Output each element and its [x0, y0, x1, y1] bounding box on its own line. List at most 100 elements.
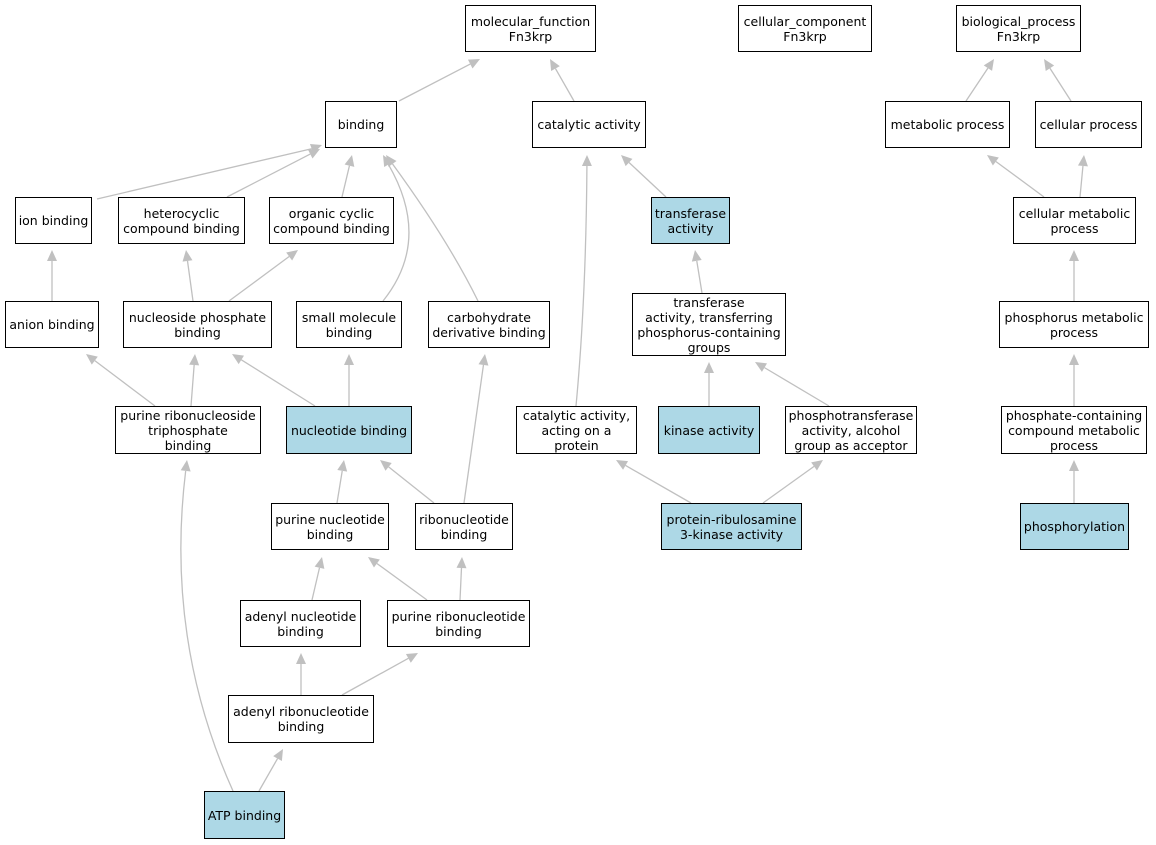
arrowhead-purine_nucleotide-to-nucleotide_binding	[337, 460, 348, 472]
edge-catalytic_protein-to-catalytic	[575, 165, 588, 407]
edge-purine_rns_tp-to-nucleoside_phos	[190, 364, 195, 407]
node-adenyl-ribonucleotide-binding[interactable]: adenyl ribonucleotide binding	[228, 695, 374, 743]
edge-purine_ribonucleotide-to-purine_nucleotide	[376, 562, 428, 601]
arrowhead-nucleoside_phos-to-organic_cyclic	[286, 250, 298, 261]
node-heterocyclic-compound-binding[interactable]: heterocyclic compound binding	[118, 197, 245, 244]
node-organic-cyclic-compound-binding[interactable]: organic cyclic compound binding	[269, 197, 394, 244]
edge-purine_nucleotide-to-nucleotide_binding	[336, 470, 343, 504]
arrowhead-metabolic-to-bp_root	[983, 59, 994, 71]
arrowhead-ribonucleotide-to-nucleotide_binding	[380, 460, 392, 471]
edge-purine_rns_tp-to-anion_binding	[94, 360, 156, 407]
edge-carbohydrate-to-binding	[391, 163, 479, 302]
node-purine-nucleotide-binding[interactable]: purine nucleotide binding	[271, 503, 389, 550]
edge-nucleotide_binding-to-nucleoside_phos	[240, 359, 316, 407]
node-catalytic-activity[interactable]: catalytic activity	[532, 101, 646, 148]
arrowhead-cell_metabolic-to-metabolic	[987, 155, 999, 166]
edge-metabolic-to-bp_root	[965, 67, 989, 102]
arrowhead-anion_binding-to-ion_binding	[47, 250, 57, 261]
arrowhead-prk-to-catalytic_protein	[616, 460, 629, 470]
edge-adenyl_ribonucleotide-to-purine_ribonucleotide	[341, 657, 409, 696]
arrowhead-purine_rns_tp-to-nucleoside_phos	[189, 354, 200, 366]
node-transferase-activity[interactable]: transferase activity	[651, 197, 730, 244]
node-cellular-component-root[interactable]: cellular_component Fn3krp	[738, 5, 872, 52]
edge-adenyl_nucleotide-to-purine_nucleotide	[311, 567, 321, 601]
arrowhead-prk-to-phosphotransferase	[811, 460, 823, 471]
arrowhead-adenyl_ribonucleotide-to-adenyl_nucleotide	[296, 653, 306, 664]
arrowhead-organic_cyclic-to-binding	[344, 155, 355, 167]
edge-phosphotransferase-to-transferase_phos	[764, 367, 830, 407]
edge-transferase-to-catalytic	[628, 162, 667, 198]
edge-prk-to-phosphotransferase	[762, 465, 815, 504]
node-carbohydrate-derivative-binding[interactable]: carbohydrate derivative binding	[428, 301, 550, 348]
node-phosphorylation[interactable]: phosphorylation	[1020, 503, 1129, 550]
node-biological-process-root[interactable]: biological_process Fn3krp	[956, 5, 1081, 52]
node-anion-binding[interactable]: anion binding	[5, 301, 99, 348]
node-cellular-metabolic-process[interactable]: cellular metabolic process	[1013, 197, 1136, 244]
node-nucleoside-phosphate-binding[interactable]: nucleoside phosphate binding	[123, 301, 272, 348]
arrowhead-adenyl_nucleotide-to-purine_nucleotide	[314, 557, 325, 569]
node-purine-ribonucleotide-binding[interactable]: purine ribonucleotide binding	[387, 600, 530, 647]
arrowhead-nucleotide_binding-to-nucleoside_phos	[232, 354, 244, 365]
edge-organic_cyclic-to-binding	[341, 165, 351, 198]
edge-binding-to-mf_root	[398, 63, 471, 102]
arrowhead-transferase-to-catalytic	[621, 155, 633, 167]
node-catalytic-activity-on-protein[interactable]: catalytic activity, acting on a protein	[516, 406, 637, 454]
edge-transferase_phos-to-transferase	[696, 260, 703, 294]
arrowhead-purine_ribonucleotide-to-purine_nucleotide	[368, 557, 380, 568]
node-small-molecule-binding[interactable]: small molecule binding	[296, 301, 402, 348]
arrowhead-nucleoside_phos-to-heterocyclic	[182, 250, 193, 262]
arrowhead-phosphotransferase-to-transferase_phos	[755, 362, 768, 372]
node-ribonucleotide-binding[interactable]: ribonucleotide binding	[415, 503, 513, 550]
arrowhead-cellular_proc-to-bp_root	[1044, 59, 1055, 71]
arrowhead-adenyl_ribonucleotide-to-purine_ribonucleotide	[405, 653, 418, 663]
node-phosphotransferase-alcohol-acceptor[interactable]: phosphotransferase activity, alcohol gro…	[785, 406, 917, 454]
edge-cellular_proc-to-bp_root	[1049, 67, 1072, 102]
node-molecular-function-root[interactable]: molecular_function Fn3krp	[465, 5, 596, 52]
edge-ribonucleotide-to-carbohydrate	[463, 364, 485, 504]
arrowhead-phosphorus_met-to-cell_metabolic	[1069, 250, 1079, 261]
arrowhead-catalytic-to-mf_root	[550, 59, 560, 72]
node-purine-ribonucleoside-triphosphate-binding[interactable]: purine ribonucleoside triphosphate bindi…	[115, 406, 261, 454]
edge-purine_ribonucleotide-to-ribonucleotide	[459, 567, 463, 601]
node-adenyl-nucleotide-binding[interactable]: adenyl nucleotide binding	[240, 600, 361, 647]
node-metabolic-process[interactable]: metabolic process	[885, 101, 1010, 148]
edge-heterocyclic-to-binding	[226, 153, 311, 198]
edge-nucleoside_phos-to-heterocyclic	[186, 260, 194, 302]
arrowhead-purine_rns_tp-to-anion_binding	[86, 354, 98, 365]
edge-atp_binding-to-purine_rns_tp	[180, 470, 234, 792]
edge-ribonucleotide-to-nucleotide_binding	[388, 466, 435, 504]
edge-nucleoside_phos-to-organic_cyclic	[228, 256, 290, 302]
arrowhead-cell_metabolic-to-cellular_proc	[1077, 155, 1088, 167]
edge-cell_metabolic-to-cellular_proc	[1079, 165, 1084, 198]
edge-ion_binding-to-binding	[96, 148, 312, 200]
node-phosphate-compound-metabolic-process[interactable]: phosphate-containing compound metabolic …	[1001, 406, 1147, 454]
node-transferase-phosphorus-groups[interactable]: transferase activity, transferring phosp…	[632, 293, 786, 356]
arrowhead-binding-to-mf_root	[467, 59, 480, 69]
arrowhead-nucleotide_binding-to-small_molecule	[344, 354, 354, 365]
edge-atp_binding-to-adenyl_ribonucleotide	[258, 758, 279, 792]
arrowhead-atp_binding-to-adenyl_ribonucleotide	[273, 749, 283, 762]
node-cellular-process[interactable]: cellular process	[1035, 101, 1142, 148]
node-phosphorus-metabolic-process[interactable]: phosphorus metabolic process	[999, 301, 1149, 348]
arrowhead-kinase-to-transferase_phos	[704, 362, 714, 373]
arrowhead-carbohydrate-to-binding	[386, 155, 397, 167]
arrowhead-phosphorylation-to-phosphate_met	[1069, 460, 1079, 471]
arrowhead-heterocyclic-to-binding	[307, 149, 320, 159]
edge-cell_metabolic-to-metabolic	[995, 161, 1045, 198]
arrowhead-purine_ribonucleotide-to-ribonucleotide	[456, 557, 467, 569]
edge-small_molecule-to-binding	[382, 164, 410, 302]
edge-prk-to-catalytic_protein	[625, 464, 692, 504]
node-atp-binding[interactable]: ATP binding	[204, 791, 285, 839]
node-protein-ribulosamine-3-kinase[interactable]: protein-ribulosamine 3-kinase activity	[661, 503, 802, 550]
node-binding[interactable]: binding	[325, 101, 397, 148]
arrowhead-ribonucleotide-to-carbohydrate	[478, 354, 489, 366]
edge-catalytic-to-mf_root	[554, 68, 575, 102]
arrowhead-phosphate_met-to-phosphorus_met	[1069, 354, 1079, 365]
node-ion-binding[interactable]: ion binding	[15, 197, 92, 244]
arrowhead-atp_binding-to-purine_rns_tp	[180, 460, 191, 472]
node-nucleotide-binding[interactable]: nucleotide binding	[286, 406, 412, 454]
arrowhead-catalytic_protein-to-catalytic	[581, 155, 592, 167]
node-kinase-activity[interactable]: kinase activity	[658, 406, 760, 454]
